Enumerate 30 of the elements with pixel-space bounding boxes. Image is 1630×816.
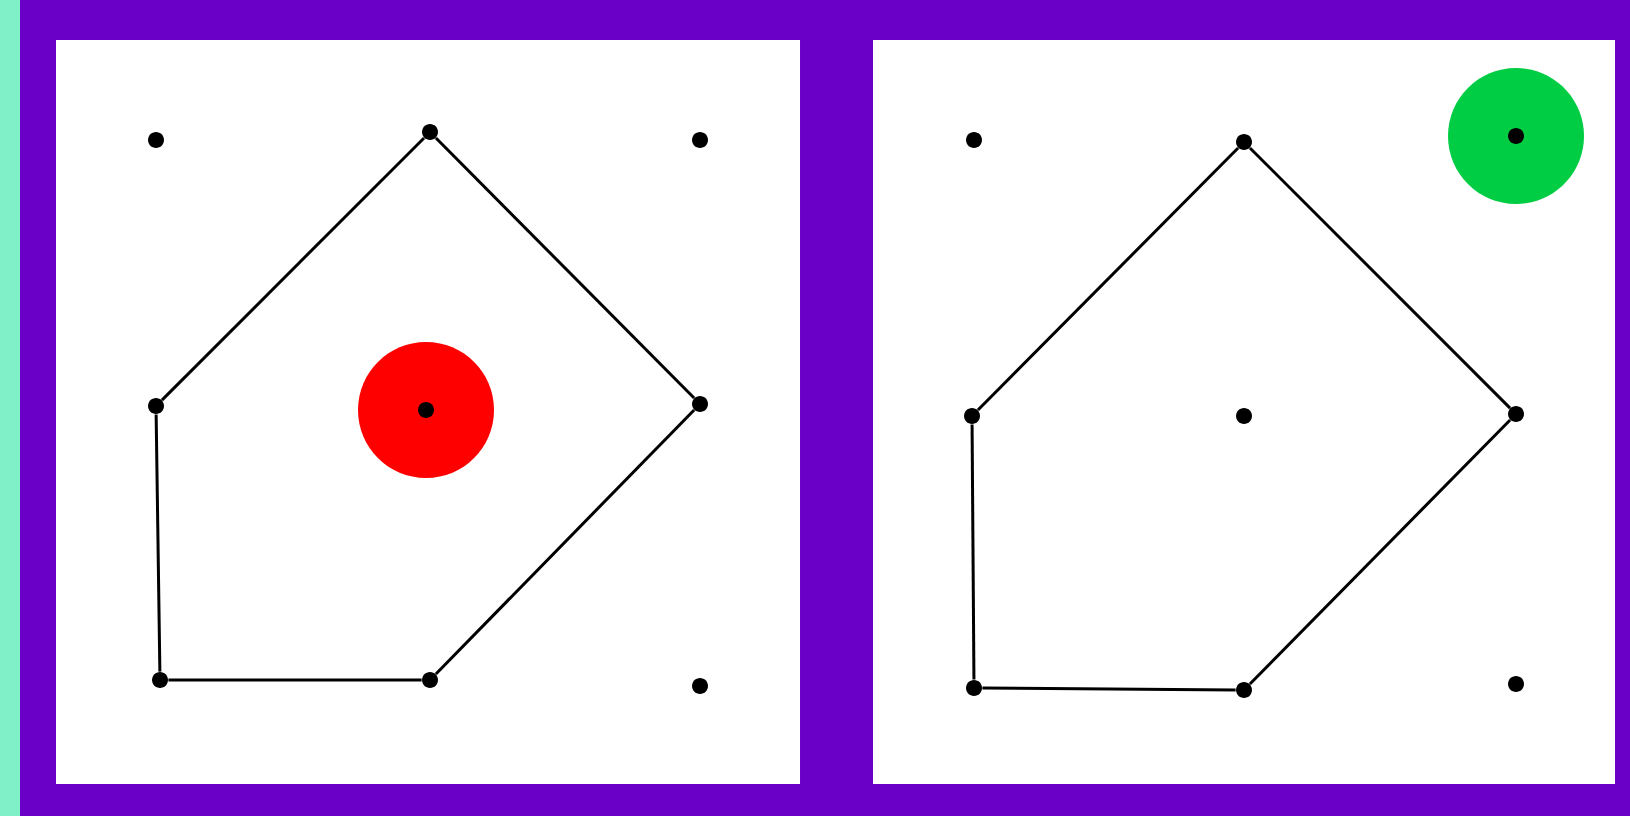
line: [434, 408, 696, 676]
dot: [1236, 682, 1252, 698]
dot: [966, 132, 982, 148]
dot: [966, 680, 982, 696]
dot: [422, 124, 438, 140]
dot: [418, 402, 434, 418]
line: [1248, 146, 1512, 410]
dot: [152, 672, 168, 688]
dot: [1236, 408, 1252, 424]
dot: [692, 678, 708, 694]
line: [982, 686, 1236, 692]
dot: [422, 672, 438, 688]
dot: [1508, 676, 1524, 692]
dot: [1508, 406, 1524, 422]
line: [154, 414, 162, 672]
panel: [873, 40, 1615, 784]
dot: [148, 398, 164, 414]
dot: [692, 132, 708, 148]
dot: [1508, 128, 1524, 144]
line: [1248, 418, 1512, 686]
line: [434, 136, 696, 400]
line: [976, 146, 1240, 412]
panel: [56, 40, 800, 784]
dot: [1236, 134, 1252, 150]
dot: [964, 408, 980, 424]
dot: [692, 396, 708, 412]
dot: [148, 132, 164, 148]
line: [970, 424, 976, 680]
line: [160, 136, 426, 402]
line: [168, 678, 422, 682]
